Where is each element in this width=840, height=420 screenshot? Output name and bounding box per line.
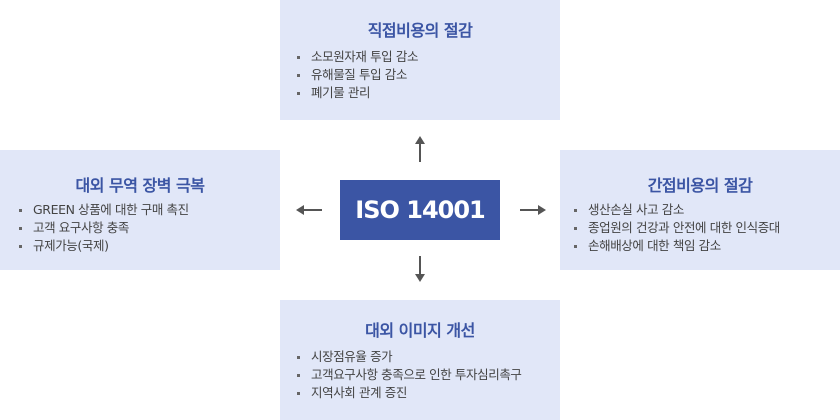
center-box: ISO 14001 [340, 180, 500, 240]
panel-direct-cost: 직접비용의 절감 소모원자재 투입 감소 유해물질 투입 감소 폐기물 관리 [280, 0, 560, 120]
panel-title: 대외 무역 장벽 극복 [75, 176, 205, 195]
panel-list: 생산손실 사고 감소 종업원의 건강과 안전에 대한 인식증대 손해배상에 대한… [574, 201, 780, 255]
panel-list: 시장점유율 증가 고객요구사항 충족으로 인한 투자심리촉구 지역사회 관계 증… [297, 348, 522, 402]
arrow-left-icon [296, 205, 322, 215]
arrow-down-icon [415, 256, 425, 282]
list-item: 유해물질 투입 감소 [297, 66, 418, 84]
panel-indirect-cost: 간접비용의 절감 생산손실 사고 감소 종업원의 건강과 안전에 대한 인식증대… [560, 150, 840, 270]
list-item: 고객요구사항 충족으로 인한 투자심리촉구 [297, 366, 522, 384]
panel-title: 간접비용의 절감 [647, 176, 753, 195]
list-item: 폐기물 관리 [297, 84, 418, 102]
list-item: GREEN 상품에 대한 구매 촉진 [19, 201, 189, 219]
list-item: 시장점유율 증가 [297, 348, 522, 366]
arrow-up-icon [415, 136, 425, 162]
list-item: 지역사회 관계 증진 [297, 384, 522, 402]
panel-image-improvement: 대외 이미지 개선 시장점유율 증가 고객요구사항 충족으로 인한 투자심리촉구… [280, 300, 560, 420]
list-item: 생산손실 사고 감소 [574, 201, 780, 219]
list-item: 종업원의 건강과 안전에 대한 인식증대 [574, 219, 780, 237]
panel-list: GREEN 상품에 대한 구매 촉진 고객 요구사항 충족 규제가능(국제) [19, 201, 189, 255]
list-item: 손해배상에 대한 책임 감소 [574, 237, 780, 255]
panel-title: 직접비용의 절감 [367, 21, 473, 40]
list-item: 고객 요구사항 충족 [19, 219, 189, 237]
list-item: 규제가능(국제) [19, 237, 189, 255]
panel-trade-barrier: 대외 무역 장벽 극복 GREEN 상품에 대한 구매 촉진 고객 요구사항 충… [0, 150, 280, 270]
panel-list: 소모원자재 투입 감소 유해물질 투입 감소 폐기물 관리 [297, 48, 418, 102]
arrow-right-icon [520, 205, 546, 215]
list-item: 소모원자재 투입 감소 [297, 48, 418, 66]
panel-title: 대외 이미지 개선 [365, 321, 475, 340]
